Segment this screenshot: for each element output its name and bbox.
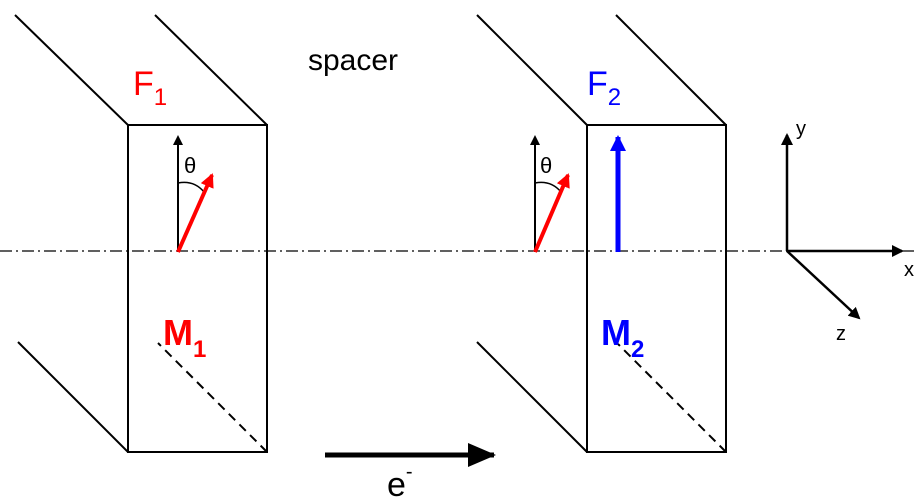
layer-f1-top-right-edge bbox=[154, 14, 268, 126]
layer-f1-label: F1 bbox=[133, 65, 167, 111]
m1-angle-arc bbox=[177, 181, 205, 193]
m2-angle-label: θ bbox=[540, 153, 552, 178]
z-axis-label: z bbox=[836, 323, 846, 345]
spacer-label: spacer bbox=[308, 44, 398, 77]
m1-magnetization-arrow bbox=[176, 173, 214, 253]
layer-f2-label-sub: 2 bbox=[608, 84, 621, 111]
layer-f2-hidden-edge bbox=[617, 343, 727, 453]
electron-label: e- bbox=[387, 461, 413, 502]
magnet-m1-label: M1 bbox=[163, 312, 206, 363]
y-axis-label: y bbox=[796, 118, 806, 140]
m2-angle-arc bbox=[534, 181, 562, 193]
m1-angle-label: θ bbox=[184, 153, 196, 178]
x-axis-label: x bbox=[904, 259, 914, 281]
magnet-m2-label: M2 bbox=[601, 312, 644, 363]
layer-f1-front-face bbox=[127, 124, 268, 453]
coordinate-axes bbox=[781, 133, 904, 320]
layer-f2-top-right-edge bbox=[615, 14, 727, 126]
layer-f1-label-sub: 1 bbox=[154, 84, 167, 111]
magnet-m1-label-main: M bbox=[163, 312, 193, 353]
layer-f1-hidden-edge bbox=[157, 342, 268, 453]
layer-f1-label-main: F bbox=[133, 65, 154, 103]
layer-f1 bbox=[14, 14, 268, 453]
z-axis-arrow bbox=[786, 250, 861, 320]
layer-f2-label-main: F bbox=[587, 65, 608, 103]
magnet-m2-label-main: M bbox=[601, 312, 631, 353]
electron-label-main: e bbox=[387, 466, 406, 502]
magnet-m1-label-sub: 1 bbox=[193, 336, 206, 363]
layer-f2 bbox=[476, 14, 727, 453]
layer-f2-bottom-left-edge bbox=[476, 341, 588, 453]
electron-label-sup: - bbox=[406, 461, 413, 483]
layer-f1-top-left-edge bbox=[14, 14, 129, 126]
layer-f1-bottom-left-edge bbox=[17, 341, 129, 453]
m2-tilted-arrow bbox=[533, 173, 570, 253]
layer-f2-top-left-edge bbox=[476, 14, 588, 126]
layer-f2-front-face bbox=[586, 124, 727, 453]
magnet-m2-label-sub: 2 bbox=[631, 336, 644, 363]
layer-f2-label: F2 bbox=[587, 65, 621, 111]
